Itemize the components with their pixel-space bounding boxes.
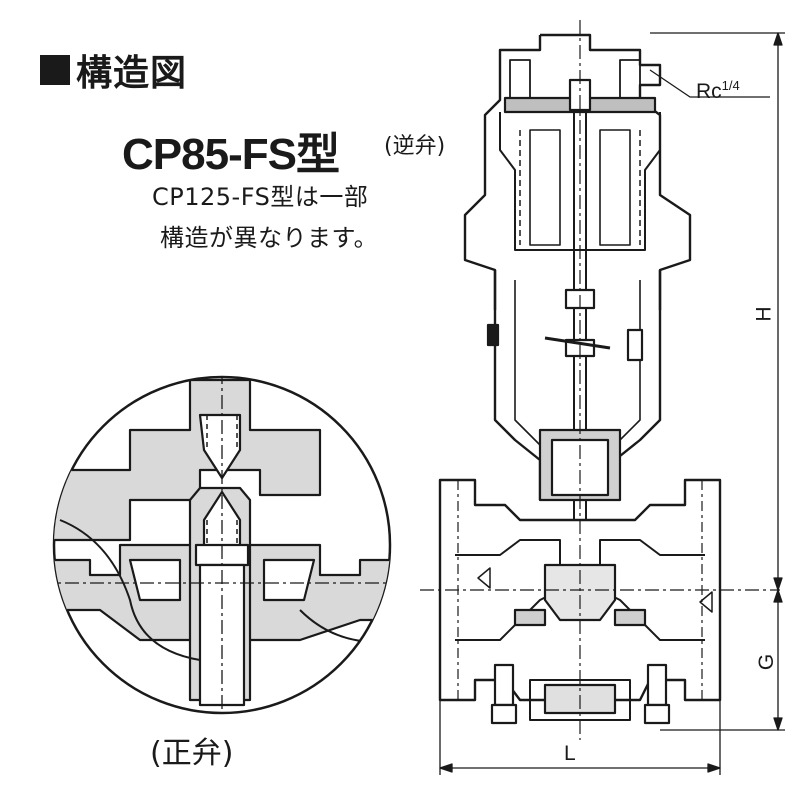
detail-view-normal-valve <box>52 375 392 715</box>
structure-note-line-1: CP125-FS型は一部 <box>152 183 369 211</box>
section-heading: 構造図 <box>40 44 187 96</box>
port-label: Rc1/4 <box>696 78 740 104</box>
heading-square-bullet <box>40 55 70 85</box>
dimension-g-label: G <box>755 653 779 671</box>
structure-note-line-2: 構造が異なります。 <box>160 224 379 252</box>
detail-caption: (正弁) <box>150 736 234 771</box>
dimension-l-label: L <box>564 742 576 765</box>
model-title: CP85-FS型 <box>122 130 340 179</box>
port-label-text: Rc <box>696 80 722 103</box>
model-variant-note: (逆弁) <box>384 134 446 159</box>
main-valve-assembly <box>420 20 780 740</box>
dimension-h-label: H <box>752 306 776 322</box>
heading-text: 構造図 <box>76 53 188 94</box>
dimension-lines <box>439 32 785 775</box>
port-size: 1/4 <box>721 78 740 93</box>
